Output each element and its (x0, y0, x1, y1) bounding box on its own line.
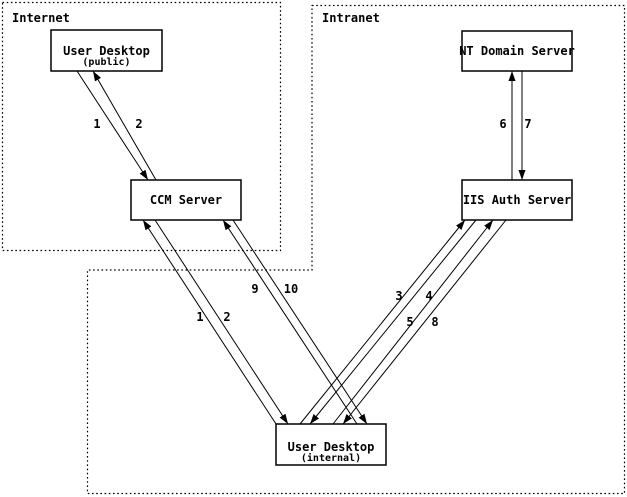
user-desktop-internal-box (275, 423, 387, 466)
edge-public-desktop-to-ccm (76, 70, 149, 181)
node-user-desktop-public: User Desktop (public) (50, 29, 163, 72)
iis-auth-server-title: IIS Auth Server (463, 193, 571, 207)
user-desktop-internal-subtitle: (internal) (301, 452, 361, 464)
edge-label-internal-1: 1 (196, 310, 203, 324)
edge-label-internal-2: 2 (223, 310, 230, 324)
user-desktop-public-box (50, 29, 163, 72)
edge-ccm-to-internal-desktop-2 (154, 219, 289, 425)
edge-label-3: 3 (395, 289, 402, 303)
intranet-zone-border (86, 4, 626, 495)
node-user-desktop-internal: User Desktop (internal) (275, 423, 387, 466)
edge-internal-desktop-to-ccm-9 (222, 219, 358, 425)
edge-label-6: 6 (499, 117, 506, 131)
edge-label-8: 8 (431, 315, 438, 329)
node-iis-auth-server: IIS Auth Server (461, 179, 573, 221)
iis-auth-server-box (461, 179, 573, 221)
edge-internal-desktop-to-iis-5 (332, 219, 494, 425)
edge-label-public-2: 2 (135, 117, 142, 131)
edge-label-4: 4 (425, 289, 432, 303)
nt-domain-server-title: NT Domain Server (459, 44, 575, 58)
edge-label-7: 7 (524, 117, 531, 131)
nt-domain-server-box (461, 30, 573, 72)
internet-zone-label: Internet (12, 11, 70, 25)
intranet-zone-label: Intranet (322, 11, 380, 25)
edge-iis-to-internal-desktop-8 (342, 219, 507, 425)
edge-internal-desktop-to-ccm-1 (142, 219, 277, 425)
edge-ccm-to-public-desktop (92, 70, 157, 181)
user-desktop-public-subtitle: (public) (82, 56, 130, 68)
node-nt-domain-server: NT Domain Server (459, 30, 575, 72)
edge-iis-to-internal-desktop-4 (309, 219, 477, 425)
edge-internal-desktop-to-iis-3 (299, 219, 466, 425)
node-ccm-server: CCM Server (130, 179, 242, 221)
edge-label-9: 9 (251, 282, 258, 296)
user-desktop-internal-title: User Desktop (288, 440, 375, 454)
edge-ccm-to-internal-desktop-10 (232, 219, 368, 425)
edge-label-5: 5 (406, 315, 413, 329)
ccm-server-title: CCM Server (150, 193, 222, 207)
edge-label-10: 10 (284, 282, 298, 296)
ccm-server-box (130, 179, 242, 221)
internet-zone-border (1, 1, 282, 252)
edge-label-public-1: 1 (93, 117, 100, 131)
user-desktop-public-title: User Desktop (63, 44, 150, 58)
